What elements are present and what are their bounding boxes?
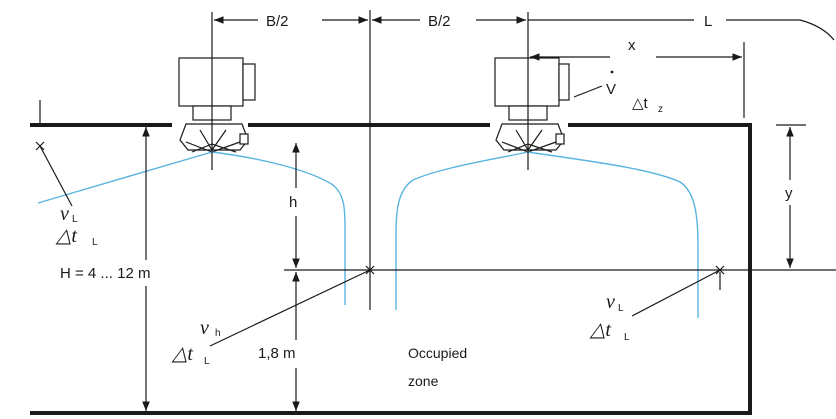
diffuser-nozzle-left <box>179 123 249 151</box>
motor-box-left <box>242 63 256 101</box>
middle-point-leader <box>209 269 371 347</box>
dimension-lines <box>35 10 836 411</box>
label-h: h <box>289 194 297 211</box>
diffuser-side-box-left <box>239 133 249 145</box>
label-temp-left: △t <box>55 225 77 247</box>
left-marker-leader <box>39 145 73 207</box>
label-velocity-h: v <box>200 317 209 339</box>
jet-left-inner <box>211 151 346 305</box>
label-1-8m: 1,8 m <box>258 345 296 362</box>
label-y: y <box>785 185 793 202</box>
jet-left-outer <box>37 151 213 204</box>
label-temp-left-sub: L <box>92 237 98 248</box>
label-temp-h: △t <box>171 343 193 365</box>
L-line-right <box>726 19 835 41</box>
label-temp-supply: △t <box>632 95 649 112</box>
label-velocity-left-sub: L <box>72 214 78 225</box>
label-temp-supply-sub: z <box>658 104 663 115</box>
jet-right-left <box>395 151 529 310</box>
labels: B/2 B/2 L x y h H = 4 ... 12 m 1,8 m Occ… <box>55 13 793 389</box>
left-marker-cross <box>35 141 45 151</box>
label-velocity-right: v <box>606 291 615 313</box>
flow-rate-leader <box>573 85 603 98</box>
diffuser-unit-right <box>494 57 570 153</box>
diffuser-side-box-right <box>555 133 565 145</box>
label-temp-right-sub: L <box>624 332 630 343</box>
motor-box-right <box>558 63 570 101</box>
label-L: L <box>704 13 712 30</box>
label-velocity-right-sub: L <box>618 303 624 314</box>
label-velocity-h-sub: h <box>215 328 221 339</box>
fan-housing-right <box>494 57 560 107</box>
label-b2-right: B/2 <box>428 13 451 30</box>
fan-housing-left <box>178 57 244 107</box>
flow-rate-dot <box>610 70 614 74</box>
diffuser-nozzle-right <box>495 123 565 151</box>
label-H: H = 4 ... 12 m <box>60 265 150 282</box>
label-temp-h-sub: L <box>204 356 210 367</box>
room-structure <box>30 123 752 415</box>
diffuser-unit-left <box>178 57 256 153</box>
airflow-jets <box>37 151 699 318</box>
label-velocity-left: v <box>60 203 69 225</box>
label-zone: zone <box>408 373 439 389</box>
label-temp-right: △t <box>589 319 611 341</box>
label-x: x <box>628 37 636 54</box>
right-point-leader <box>631 269 721 317</box>
label-occupied: Occupied <box>408 345 467 361</box>
label-b2-left: B/2 <box>266 13 289 30</box>
jet-right-right <box>527 151 699 318</box>
label-flow-rate: V <box>606 81 616 98</box>
